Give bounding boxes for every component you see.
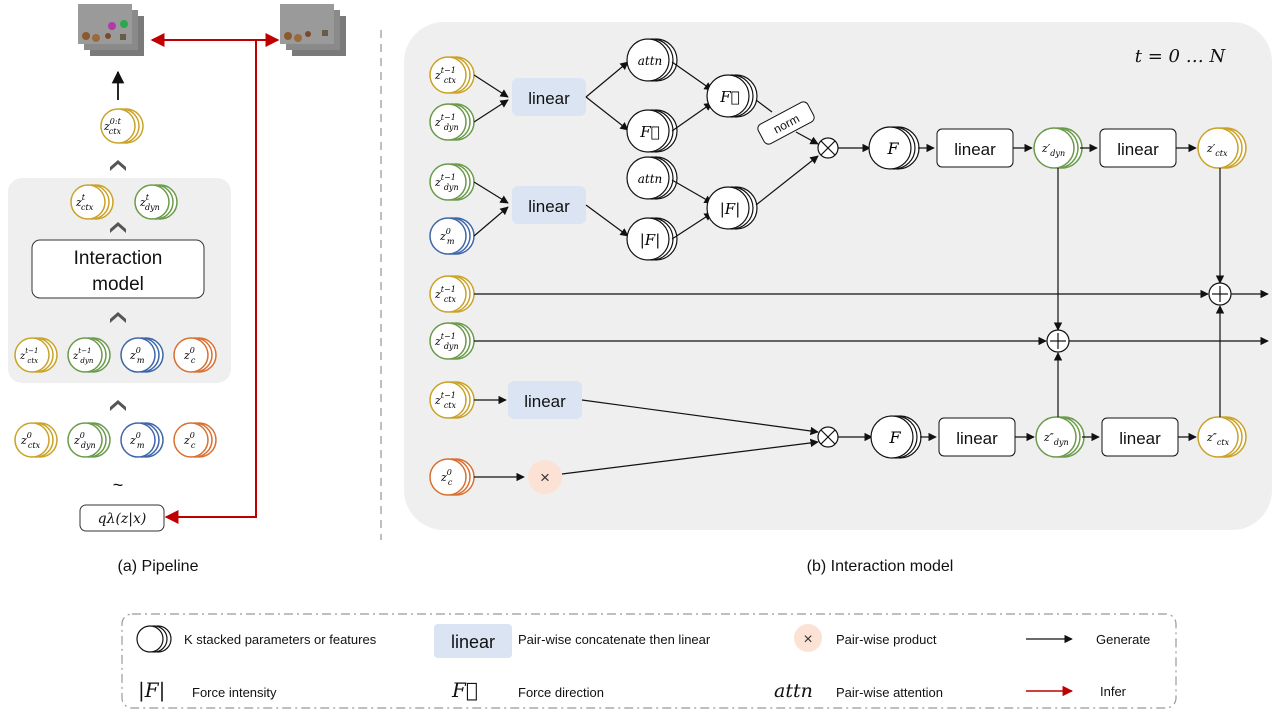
legend-force-intensity-symbol: |F|: [138, 678, 165, 703]
interaction-model-label-line1: Interaction: [74, 248, 163, 269]
legend-force-intensity-desc: Force intensity: [192, 685, 277, 700]
svg-text:F⃗: F⃗: [639, 123, 659, 141]
sum-operator-ctx: [1208, 282, 1232, 306]
svg-text:|F|: |F|: [720, 200, 741, 218]
force-node-2: F: [870, 415, 922, 459]
interaction-model-box: [31, 239, 205, 299]
svg-text:attn: attn: [638, 172, 663, 186]
output-z-dyn-prime: z′dyn: [1033, 127, 1083, 169]
svg-text:F: F: [886, 139, 899, 158]
legend-attn-desc: Pair-wise attention: [836, 685, 943, 700]
q-lambda-label: qλ(z|x): [98, 511, 147, 527]
svg-text:attn: attn: [638, 54, 663, 68]
linear-box-2: [512, 186, 586, 224]
force-intensity-node-1: |F|: [626, 217, 678, 261]
linear-label: linear: [528, 197, 570, 216]
svg-text:×: ×: [540, 468, 550, 487]
linear-label: linear: [1119, 429, 1161, 448]
legend-linear-chip-label: linear: [451, 632, 495, 652]
legend: K stacked parameters or features linear …: [121, 613, 1177, 709]
sum-operator-dyn: [1046, 329, 1070, 353]
legend-generate-label: Generate: [1096, 632, 1150, 647]
legend-stacked-icon: [136, 625, 172, 653]
chevron-up-icon: [110, 222, 126, 233]
attn-node-1: attn: [626, 38, 678, 82]
legend-stacked-label: K stacked parameters or features: [184, 632, 377, 647]
linear-label: linear: [528, 89, 570, 108]
svg-text:z0c: z0c: [183, 431, 196, 450]
svg-text:z0c: z0c: [440, 468, 453, 487]
force-intensity-node-2: |F|: [706, 186, 758, 230]
tilde-symbol: ~: [113, 475, 124, 495]
legend-product-desc: Pair-wise product: [836, 632, 937, 647]
linear-label: linear: [524, 392, 566, 411]
product-operator-2: [817, 426, 839, 448]
legend-product-symbol: ×: [803, 631, 812, 648]
svg-text:F⃗: F⃗: [719, 88, 739, 106]
legend-linear-desc: Pair-wise concatenate then linear: [518, 632, 711, 647]
product-operator-1: [817, 137, 839, 159]
interaction-model-label-line2: model: [92, 274, 144, 295]
svg-text:|F|: |F|: [640, 231, 661, 249]
force-direction-node-2: F⃗: [706, 74, 758, 118]
linear-label: linear: [1117, 140, 1159, 159]
attn-node-2: attn: [626, 156, 678, 200]
pipeline-caption: (a) Pipeline: [118, 558, 199, 575]
time-range-label: t = 0 … N: [1135, 46, 1227, 67]
linear-label: linear: [956, 429, 998, 448]
legend-product-icon: [794, 624, 822, 652]
q-lambda-box: [79, 504, 165, 532]
infer-arrow-path: [164, 40, 257, 524]
linear-box-1: [512, 78, 586, 116]
linear-label: linear: [954, 140, 996, 159]
force-direction-node-1: F⃗: [626, 109, 678, 153]
chevron-up-icon: [110, 160, 126, 171]
interaction-caption: (b) Interaction model: [807, 558, 954, 575]
legend-force-direction-desc: Force direction: [518, 685, 604, 700]
legend-force-direction-symbol: F⃗: [451, 678, 478, 702]
legend-infer-label: Infer: [1100, 684, 1127, 699]
force-node-1: F: [868, 126, 920, 170]
scene-image-stack-right: [280, 4, 346, 56]
pairwise-product-node: [528, 460, 562, 494]
legend-attn-symbol: attn: [774, 680, 813, 702]
svg-text:z0c: z0c: [183, 346, 196, 365]
linear-box-5: [508, 381, 582, 419]
chevron-up-icon: [110, 312, 126, 323]
output-z-ctx-double-prime: z″ctx: [1197, 416, 1247, 458]
chevron-up-icon: [110, 400, 126, 411]
legend-linear-chip: [434, 624, 512, 658]
svg-text:F: F: [888, 428, 901, 447]
scene-image-stack-left: [78, 4, 144, 56]
output-z-dyn-double-prime: z″dyn: [1035, 416, 1085, 458]
output-z-ctx-prime: z′ctx: [1197, 127, 1247, 169]
